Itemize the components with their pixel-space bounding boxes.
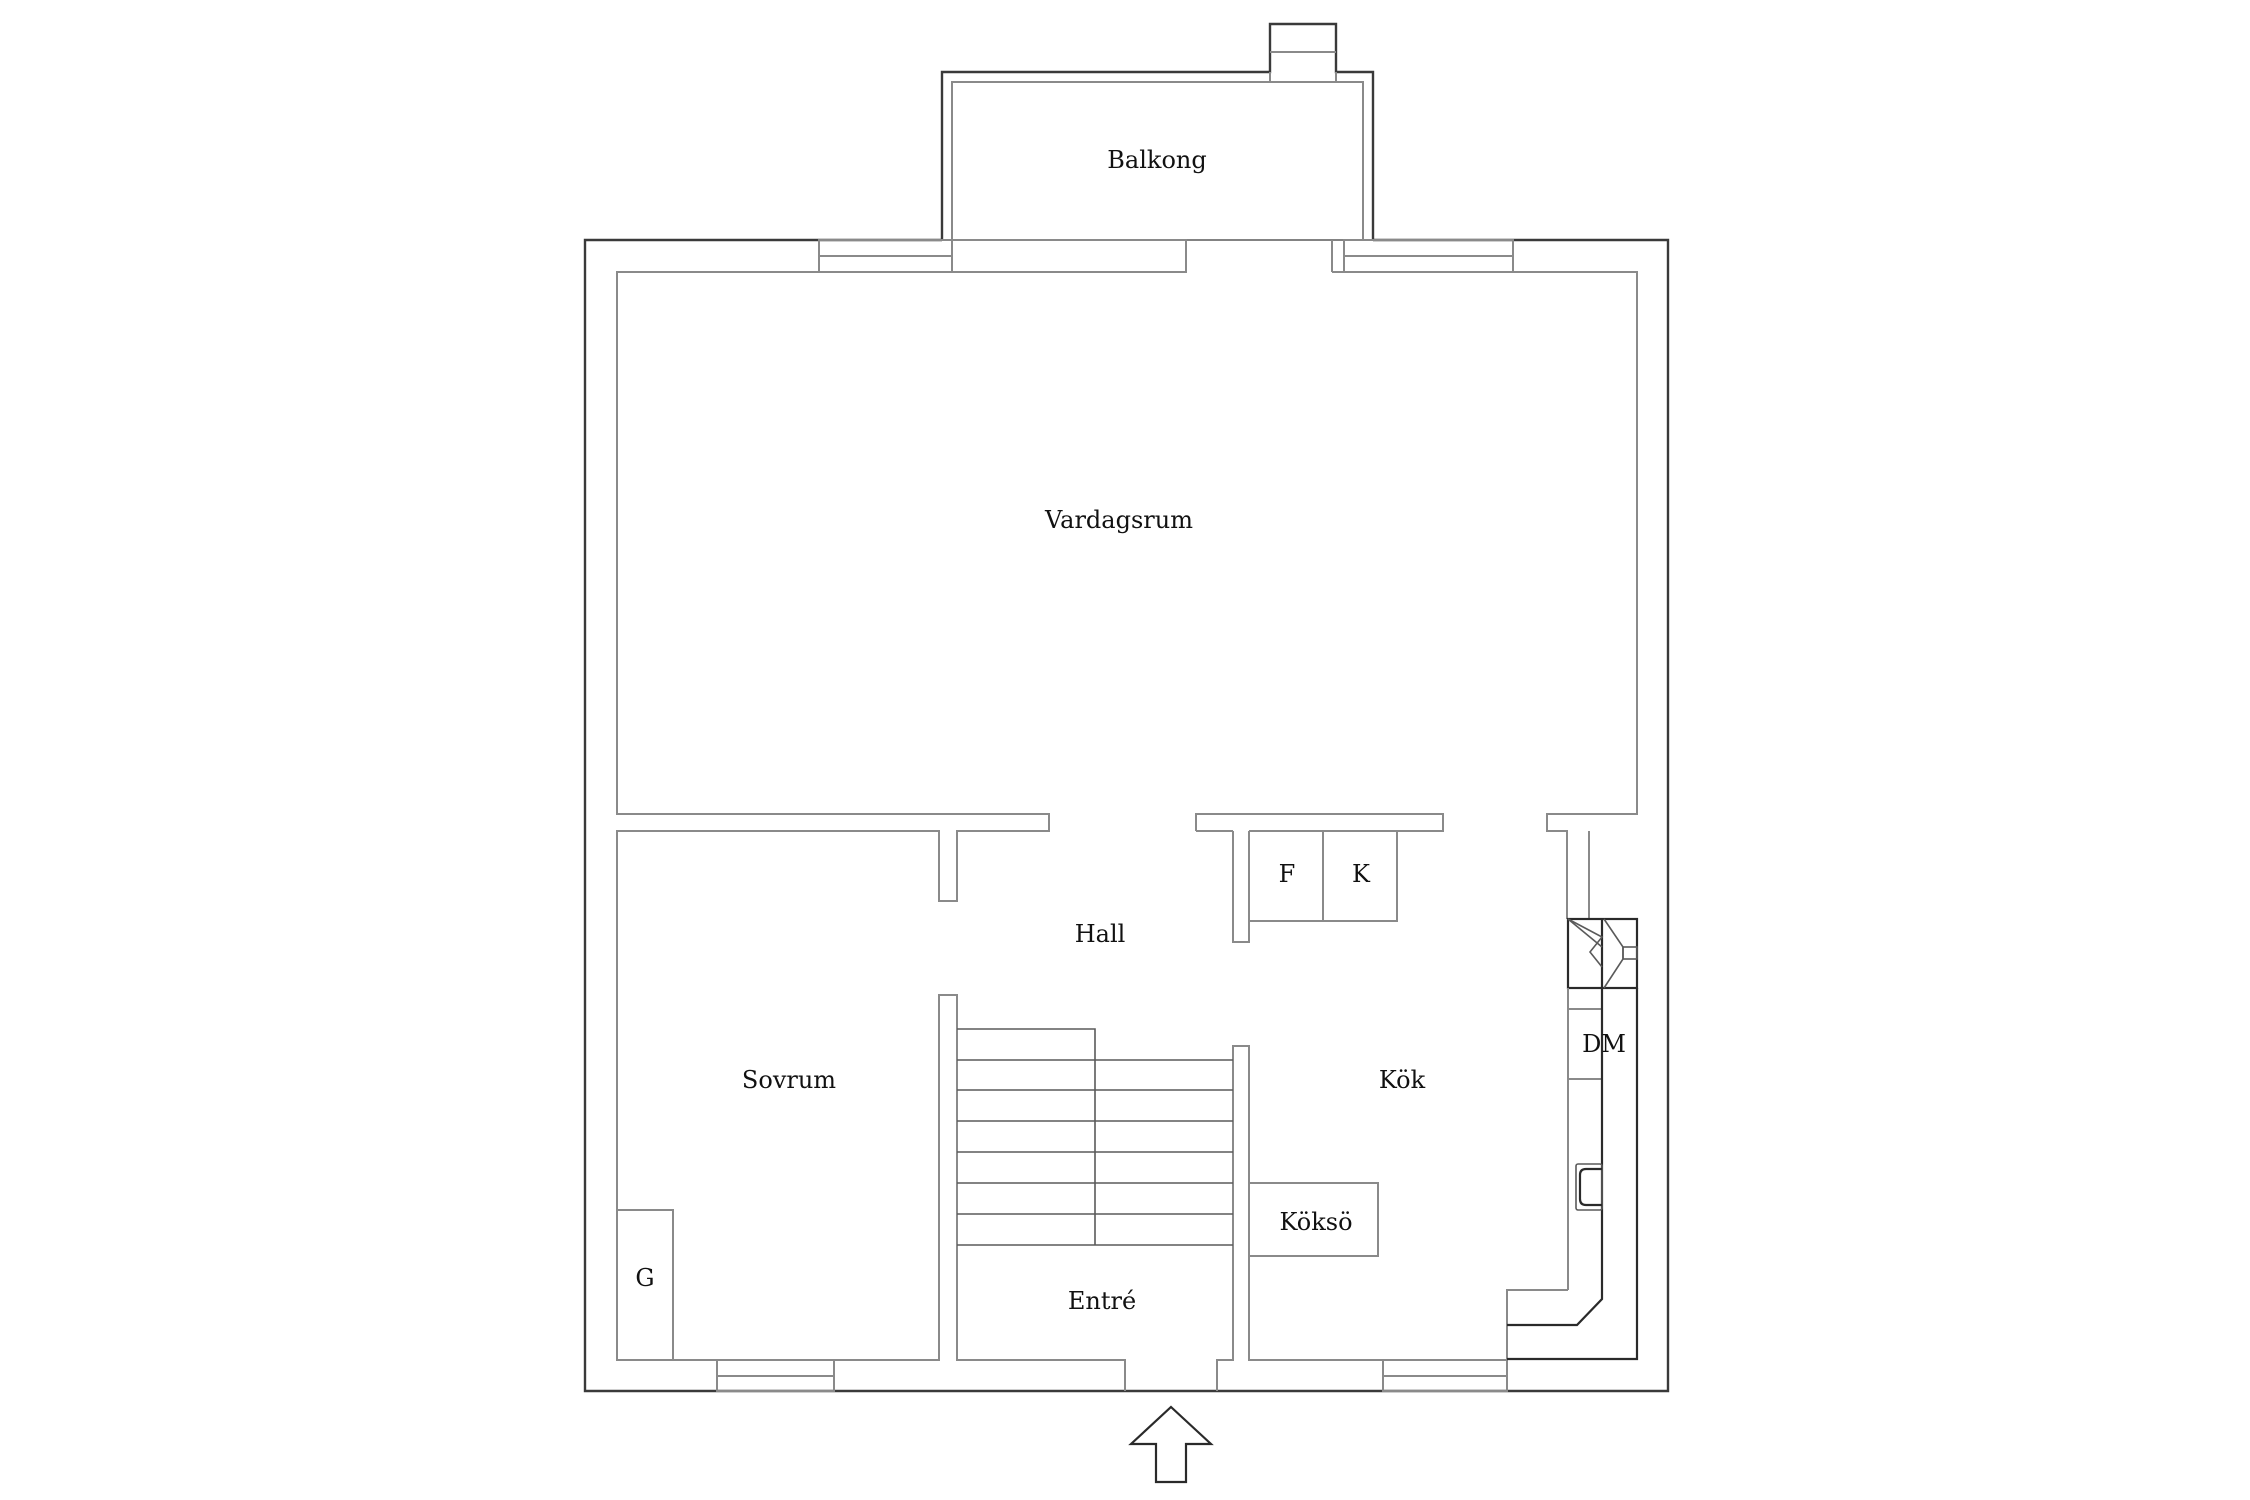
windows (716, 239, 1514, 1392)
wardrobe (616, 1209, 674, 1361)
fixture-label-dishwasher: DM (1582, 1030, 1626, 1058)
arrow-up-icon (1128, 1405, 1214, 1484)
stove-icon (1566, 917, 1639, 990)
balcony (940, 22, 1375, 240)
fixture-label-fridge: F (1278, 860, 1296, 888)
kitchen-island (1248, 1182, 1379, 1257)
room-label-entre: Entré (1067, 1287, 1137, 1315)
sink-icon (1575, 1163, 1603, 1211)
fixture-label-wardrobe: G (635, 1264, 655, 1292)
fixture-label-freezer: K (1352, 860, 1370, 888)
room-label-sovrum: Sovrum (741, 1066, 837, 1094)
exterior-walls (583, 238, 1670, 1393)
room-label-vardagsrum: Vardagsrum (1045, 506, 1193, 534)
room-label-balkong: Balkong (1107, 146, 1207, 174)
kitchen-counter (1506, 917, 1639, 1391)
room-label-kok: Kök (1378, 1066, 1426, 1094)
room-label-hall: Hall (1074, 920, 1126, 948)
room-label-kokso: Köksö (1279, 1208, 1353, 1236)
fridge-freezer-unit (1248, 831, 1398, 922)
staircase (957, 1028, 1233, 1246)
